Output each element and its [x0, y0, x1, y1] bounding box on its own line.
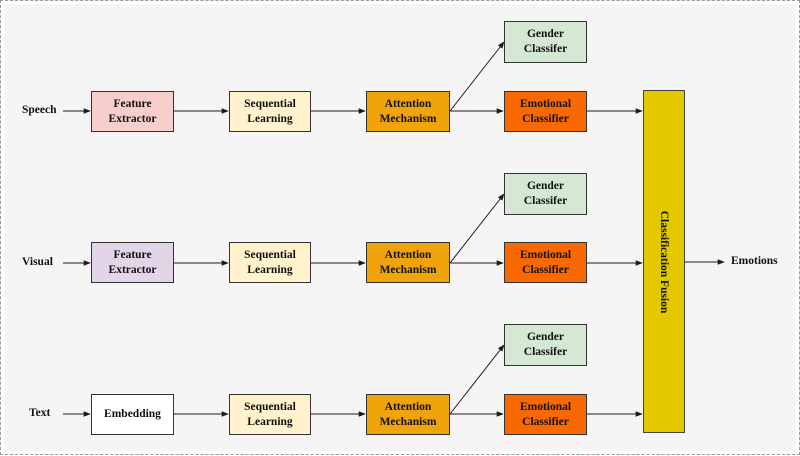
visual-sequential-learning-box: Sequential Learning: [229, 242, 311, 283]
input-label-text: Text: [29, 407, 51, 419]
text-gender-classifier-box: Gender Classifer: [504, 324, 587, 366]
visual-emotional-classifier-box: Emotional Classifier: [504, 242, 587, 283]
input-label-speech: Speech: [22, 104, 57, 116]
speech-attention-to-gender-arrow: [449, 41, 505, 112]
classification-fusion-box: Classification Fusion: [643, 90, 685, 433]
visual-attention-to-gender-arrow: [449, 193, 505, 264]
text-attention-mechanism-box: Attention Mechanism: [366, 394, 450, 435]
output-label-emotions: Emotions: [731, 255, 778, 267]
speech-sequential-learning-box: Sequential Learning: [229, 91, 311, 132]
speech-emotional-classifier-box: Emotional Classifier: [504, 91, 587, 132]
text-attention-to-gender-arrow: [449, 344, 505, 415]
speech-gender-classifier-box: Gender Classifer: [504, 21, 587, 63]
visual-feature-extractor-box: Feature Extractor: [91, 242, 174, 283]
classification-fusion-label: Classification Fusion: [658, 210, 670, 313]
visual-gender-classifier-box: Gender Classifer: [504, 173, 587, 215]
visual-attention-mechanism-box: Attention Mechanism: [366, 242, 450, 283]
text-emotional-classifier-box: Emotional Classifier: [504, 394, 587, 435]
speech-attention-mechanism-box: Attention Mechanism: [366, 91, 450, 132]
speech-feature-extractor-box: Feature Extractor: [91, 91, 174, 132]
text-embedding-box: Embedding: [91, 394, 174, 435]
input-label-visual: Visual: [22, 256, 53, 268]
text-sequential-learning-box: Sequential Learning: [229, 394, 311, 435]
